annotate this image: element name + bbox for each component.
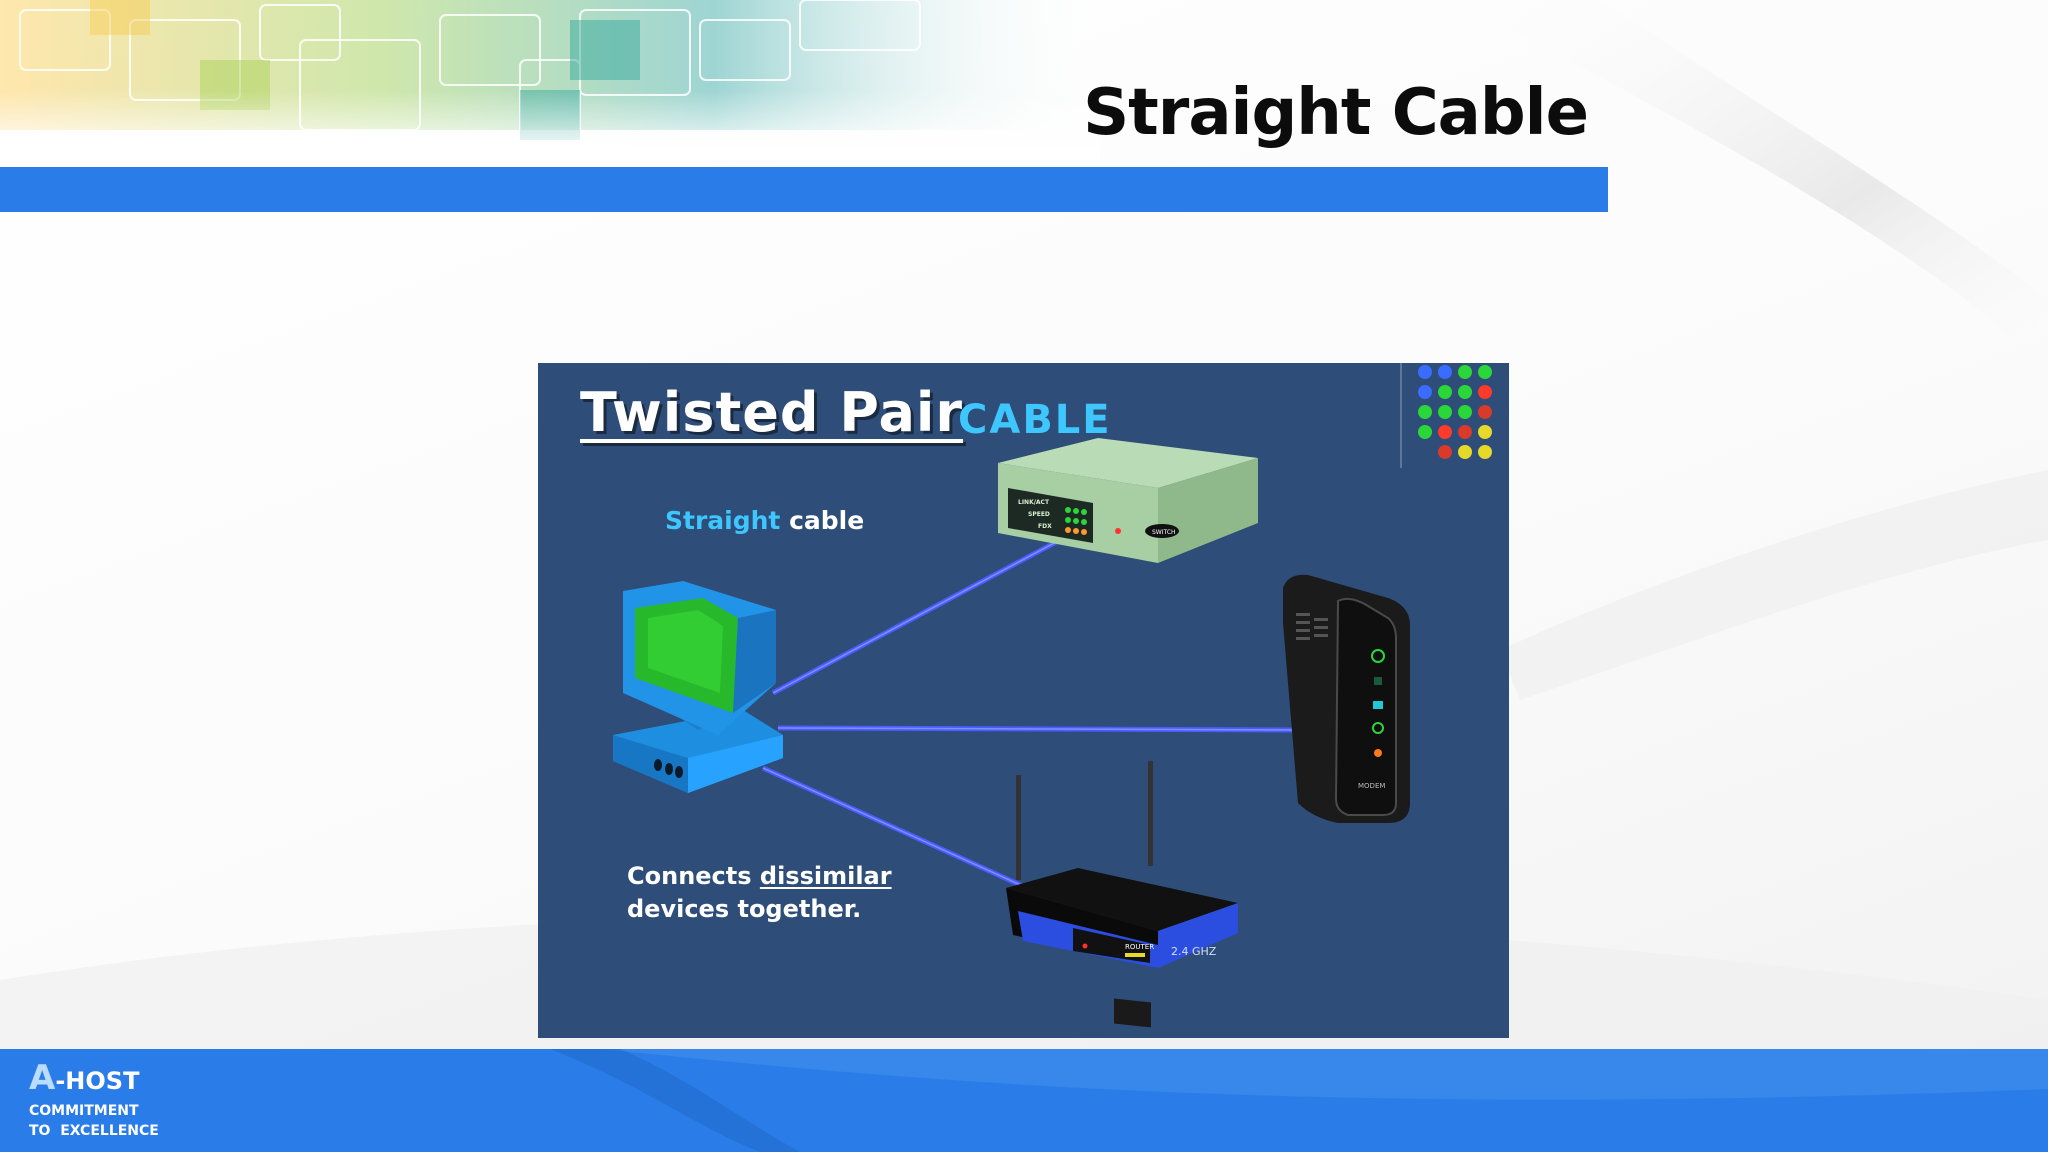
- switch-leds: [1065, 507, 1121, 535]
- cable-label: Straight cable: [665, 506, 864, 535]
- modem-device: MODEM: [1283, 574, 1410, 823]
- logo-initial: A: [29, 1058, 56, 1098]
- caption-underlined: dissimilar: [759, 862, 892, 890]
- diagram-figure: LINK/ACT SPEED FDX SWITCH: [538, 363, 1509, 1038]
- switch-device: LINK/ACT SPEED FDX SWITCH: [998, 438, 1258, 563]
- computer-device: [613, 581, 783, 793]
- caption-prefix: Connects: [627, 862, 760, 890]
- router-frequency: 2.4 GHZ: [1171, 945, 1217, 958]
- led-decoration: [1400, 363, 1492, 468]
- logo-rest: -HOST: [55, 1067, 140, 1095]
- figure-subheading: CABLE: [958, 397, 1112, 443]
- footer-bar: [0, 1049, 2048, 1152]
- modem-label: MODEM: [1358, 782, 1385, 790]
- slide-title: Straight Cable: [1083, 76, 1589, 150]
- network-illustration: LINK/ACT SPEED FDX SWITCH: [613, 363, 1492, 1028]
- title-bar: [0, 167, 1608, 212]
- tagline-line2: TO EXCELLENCE: [29, 1123, 159, 1139]
- logo-tagline: COMMITMENT TO EXCELLENCE: [29, 1101, 159, 1141]
- cable-lines: [761, 530, 1299, 896]
- company-logo: A-HOST COMMITMENT TO EXCELLENCE: [29, 1058, 159, 1141]
- router-device: ROUTER 2.4 GHZ: [1006, 761, 1238, 1028]
- logo-wordmark: A-HOST: [29, 1058, 159, 1098]
- figure-caption: Connects dissimilar devices together.: [627, 860, 892, 926]
- router-label: ROUTER: [1125, 943, 1154, 951]
- figure-heading: Twisted Pair: [580, 381, 964, 444]
- switch-row-label: FDX: [1038, 523, 1052, 530]
- switch-row-label: LINK/ACT: [1018, 499, 1050, 506]
- tagline-line1: COMMITMENT: [29, 1103, 139, 1119]
- cable-label-rest: cable: [780, 506, 865, 535]
- header-decoration: [0, 0, 1100, 160]
- caption-line2: devices together.: [627, 895, 862, 923]
- cable-label-highlight: Straight: [665, 506, 781, 535]
- footer-swoosh: [550, 1049, 2048, 1152]
- switch-brand: SWITCH: [1152, 529, 1176, 536]
- switch-row-label: SPEED: [1028, 511, 1050, 518]
